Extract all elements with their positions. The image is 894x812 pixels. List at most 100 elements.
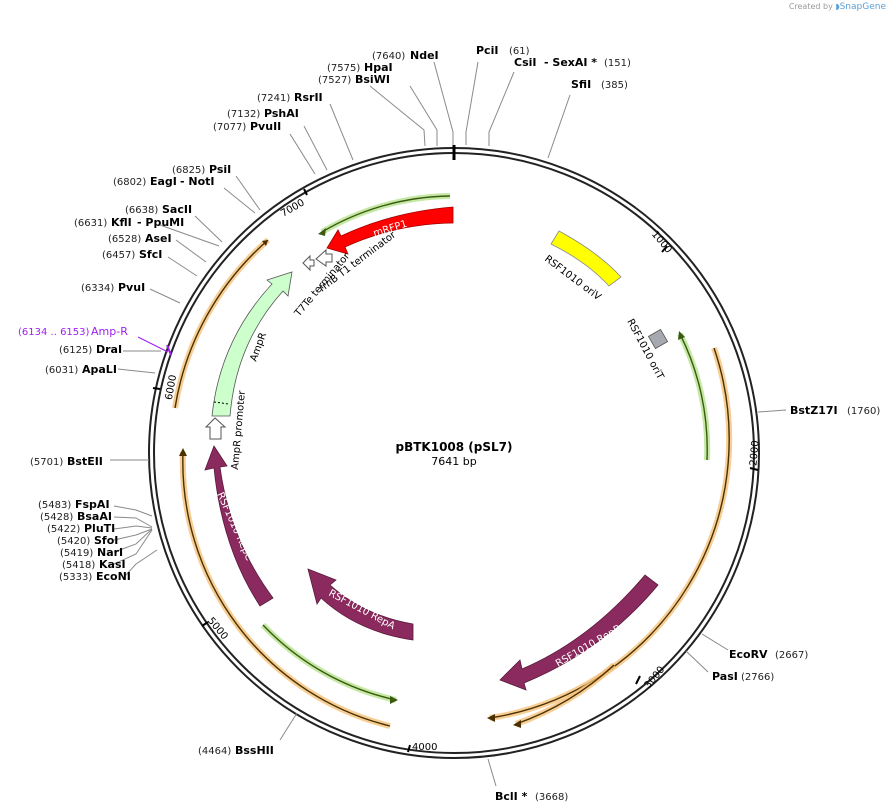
site-name: SfiI — [571, 78, 591, 91]
site-bsiwi[interactable]: (7527) BsiWI — [318, 73, 390, 86]
site-pos: (6802) — [113, 177, 146, 188]
snapgene-credit: Created by ◗SnapGene — [789, 2, 886, 12]
amp-r-leader — [137, 336, 169, 353]
feature-rsf1010-repb[interactable]: RSF1010 RepB — [499, 574, 659, 691]
leader-line — [701, 633, 729, 651]
site-name: CsiI — [514, 56, 536, 69]
leader-line — [329, 103, 354, 161]
site-name: BsaAI — [77, 510, 112, 523]
site-name: PvuI — [118, 281, 145, 294]
site-amp-r[interactable]: (6134 .. 6153) Amp-R — [18, 325, 128, 338]
site-name: EagI — [150, 175, 177, 188]
site-kfli-ppumi[interactable]: (6631) KflI - PpuMI — [74, 216, 184, 229]
site-name: BstZ17I — [790, 404, 838, 417]
primer-arcs — [172, 193, 733, 729]
tick-mark — [303, 188, 308, 196]
leader-line — [113, 528, 153, 553]
site-ndei[interactable]: (7640) NdeI — [372, 49, 439, 62]
site-bsteii[interactable]: (5701) BstEII — [30, 455, 103, 468]
site-name: DraI — [96, 343, 122, 356]
site-name: NarI — [97, 546, 123, 559]
site-pasi[interactable]: PasI (2766) — [712, 670, 774, 683]
site-name: BstEII — [67, 455, 103, 468]
plasmid-length: 7641 bp — [431, 455, 476, 468]
repb-arrow[interactable] — [499, 574, 659, 691]
site-bcli[interactable]: BclI * (3668) — [495, 790, 568, 803]
site-pcii[interactable]: PciI (61) — [476, 44, 530, 57]
leader-line — [113, 529, 153, 565]
site-extra: - SexAI * — [544, 56, 597, 69]
site-kasi[interactable]: (5418) KasI — [62, 558, 126, 571]
leader-line — [113, 516, 153, 528]
site-csii-sexai[interactable]: CsiI - SexAI * (151) — [514, 56, 631, 69]
site-pos: (5420) — [57, 536, 90, 547]
site-extra: - PpuMI — [137, 216, 184, 229]
site-name: SacII — [162, 203, 192, 216]
site-labels: (7640) NdeI PciI (61) CsiI - SexAI * (15… — [18, 44, 880, 803]
site-bsshii[interactable]: (4464) BssHII — [198, 744, 274, 757]
site-bstz17i[interactable]: BstZ17I (1760) — [790, 404, 880, 417]
leader-line — [159, 224, 220, 247]
feature-rsf1010-orit[interactable]: RSF1010 oriT — [624, 317, 669, 382]
mrfp1-arrow[interactable] — [326, 206, 454, 255]
site-asei[interactable]: (6528) AseI — [108, 232, 172, 245]
site-bsaai[interactable]: (5428) BsaAI — [40, 510, 112, 523]
tick-label-3000: 3000 — [643, 665, 668, 692]
site-sfoi[interactable]: (5420) SfoI — [57, 534, 118, 547]
site-fspai[interactable]: (5483) FspAI — [38, 498, 110, 511]
site-name: EcoNI — [96, 570, 131, 583]
site-rsrii[interactable]: (7241) RsrII — [257, 91, 323, 104]
site-nari[interactable]: (5419) NarI — [60, 546, 123, 559]
site-extra: - NotI — [180, 175, 215, 188]
site-pos: (7527) — [318, 75, 351, 86]
site-psii[interactable]: (6825) PsiI — [172, 163, 231, 176]
leader-line — [279, 712, 298, 741]
site-pos: (7132) — [227, 109, 260, 120]
tick-mark — [749, 467, 759, 471]
site-pvuii[interactable]: (7077) PvuII — [213, 120, 281, 133]
orit-block[interactable] — [647, 328, 669, 350]
site-name: RsrII — [294, 91, 323, 104]
site-sfci[interactable]: (6457) SfcI — [102, 248, 162, 261]
tick-mark — [635, 675, 641, 685]
ampr-promoter-arrow[interactable] — [204, 417, 227, 440]
site-pvui[interactable]: (6334) PvuI — [81, 281, 145, 294]
leader-line — [465, 61, 479, 145]
primer-arc-highlight — [260, 622, 397, 703]
repa-arrow[interactable] — [307, 568, 414, 641]
site-pos: (7077) — [213, 122, 246, 133]
repc-arrow[interactable] — [204, 445, 274, 607]
site-pos: (7640) — [372, 51, 405, 62]
site-apali[interactable]: (6031) ApaLI — [45, 363, 117, 376]
oriv-block[interactable] — [550, 230, 622, 287]
site-eagi-noti[interactable]: (6802) EagI - NotI — [113, 175, 215, 188]
site-pos: (6528) — [108, 234, 141, 245]
site-name: PciI — [476, 44, 498, 57]
site-drai[interactable]: (6125) DraI — [59, 343, 122, 356]
credit-brand: SnapGene — [839, 2, 886, 12]
site-pos: (6031) — [45, 365, 78, 376]
site-pos: (5419) — [60, 548, 93, 559]
rrnb-terminator-arrow — [315, 248, 333, 267]
tick-mark — [152, 387, 161, 390]
feature-rsf1010-oriv[interactable]: RSF1010 oriV — [542, 230, 622, 303]
site-ecorv[interactable]: EcoRV (2667) — [729, 648, 808, 661]
site-sacii[interactable]: (6638) SacII — [125, 203, 192, 216]
site-pos: (6638) — [125, 205, 158, 216]
tick-mark — [661, 245, 668, 253]
leader-line — [685, 650, 709, 673]
site-name: PshAI — [264, 107, 299, 120]
site-pshai[interactable]: (7132) PshAI — [227, 107, 299, 120]
site-pos: (7241) — [257, 93, 290, 104]
arrow-head — [487, 714, 495, 722]
site-sfii[interactable]: SfiI (385) — [571, 78, 628, 91]
leader-line — [369, 85, 426, 147]
site-pos: (5422) — [47, 524, 80, 535]
site-econi[interactable]: (5333) EcoNI — [59, 570, 131, 583]
site-pluti[interactable]: (5422) PluTI — [47, 522, 115, 535]
site-hpai[interactable]: (7575) HpaI — [327, 61, 393, 74]
site-pos: (5333) — [59, 572, 92, 583]
ampr-arrow[interactable] — [211, 271, 293, 417]
feature-rsf1010-repa[interactable]: RSF1010 RepA — [307, 568, 414, 641]
site-pos: (5428) — [40, 512, 73, 523]
